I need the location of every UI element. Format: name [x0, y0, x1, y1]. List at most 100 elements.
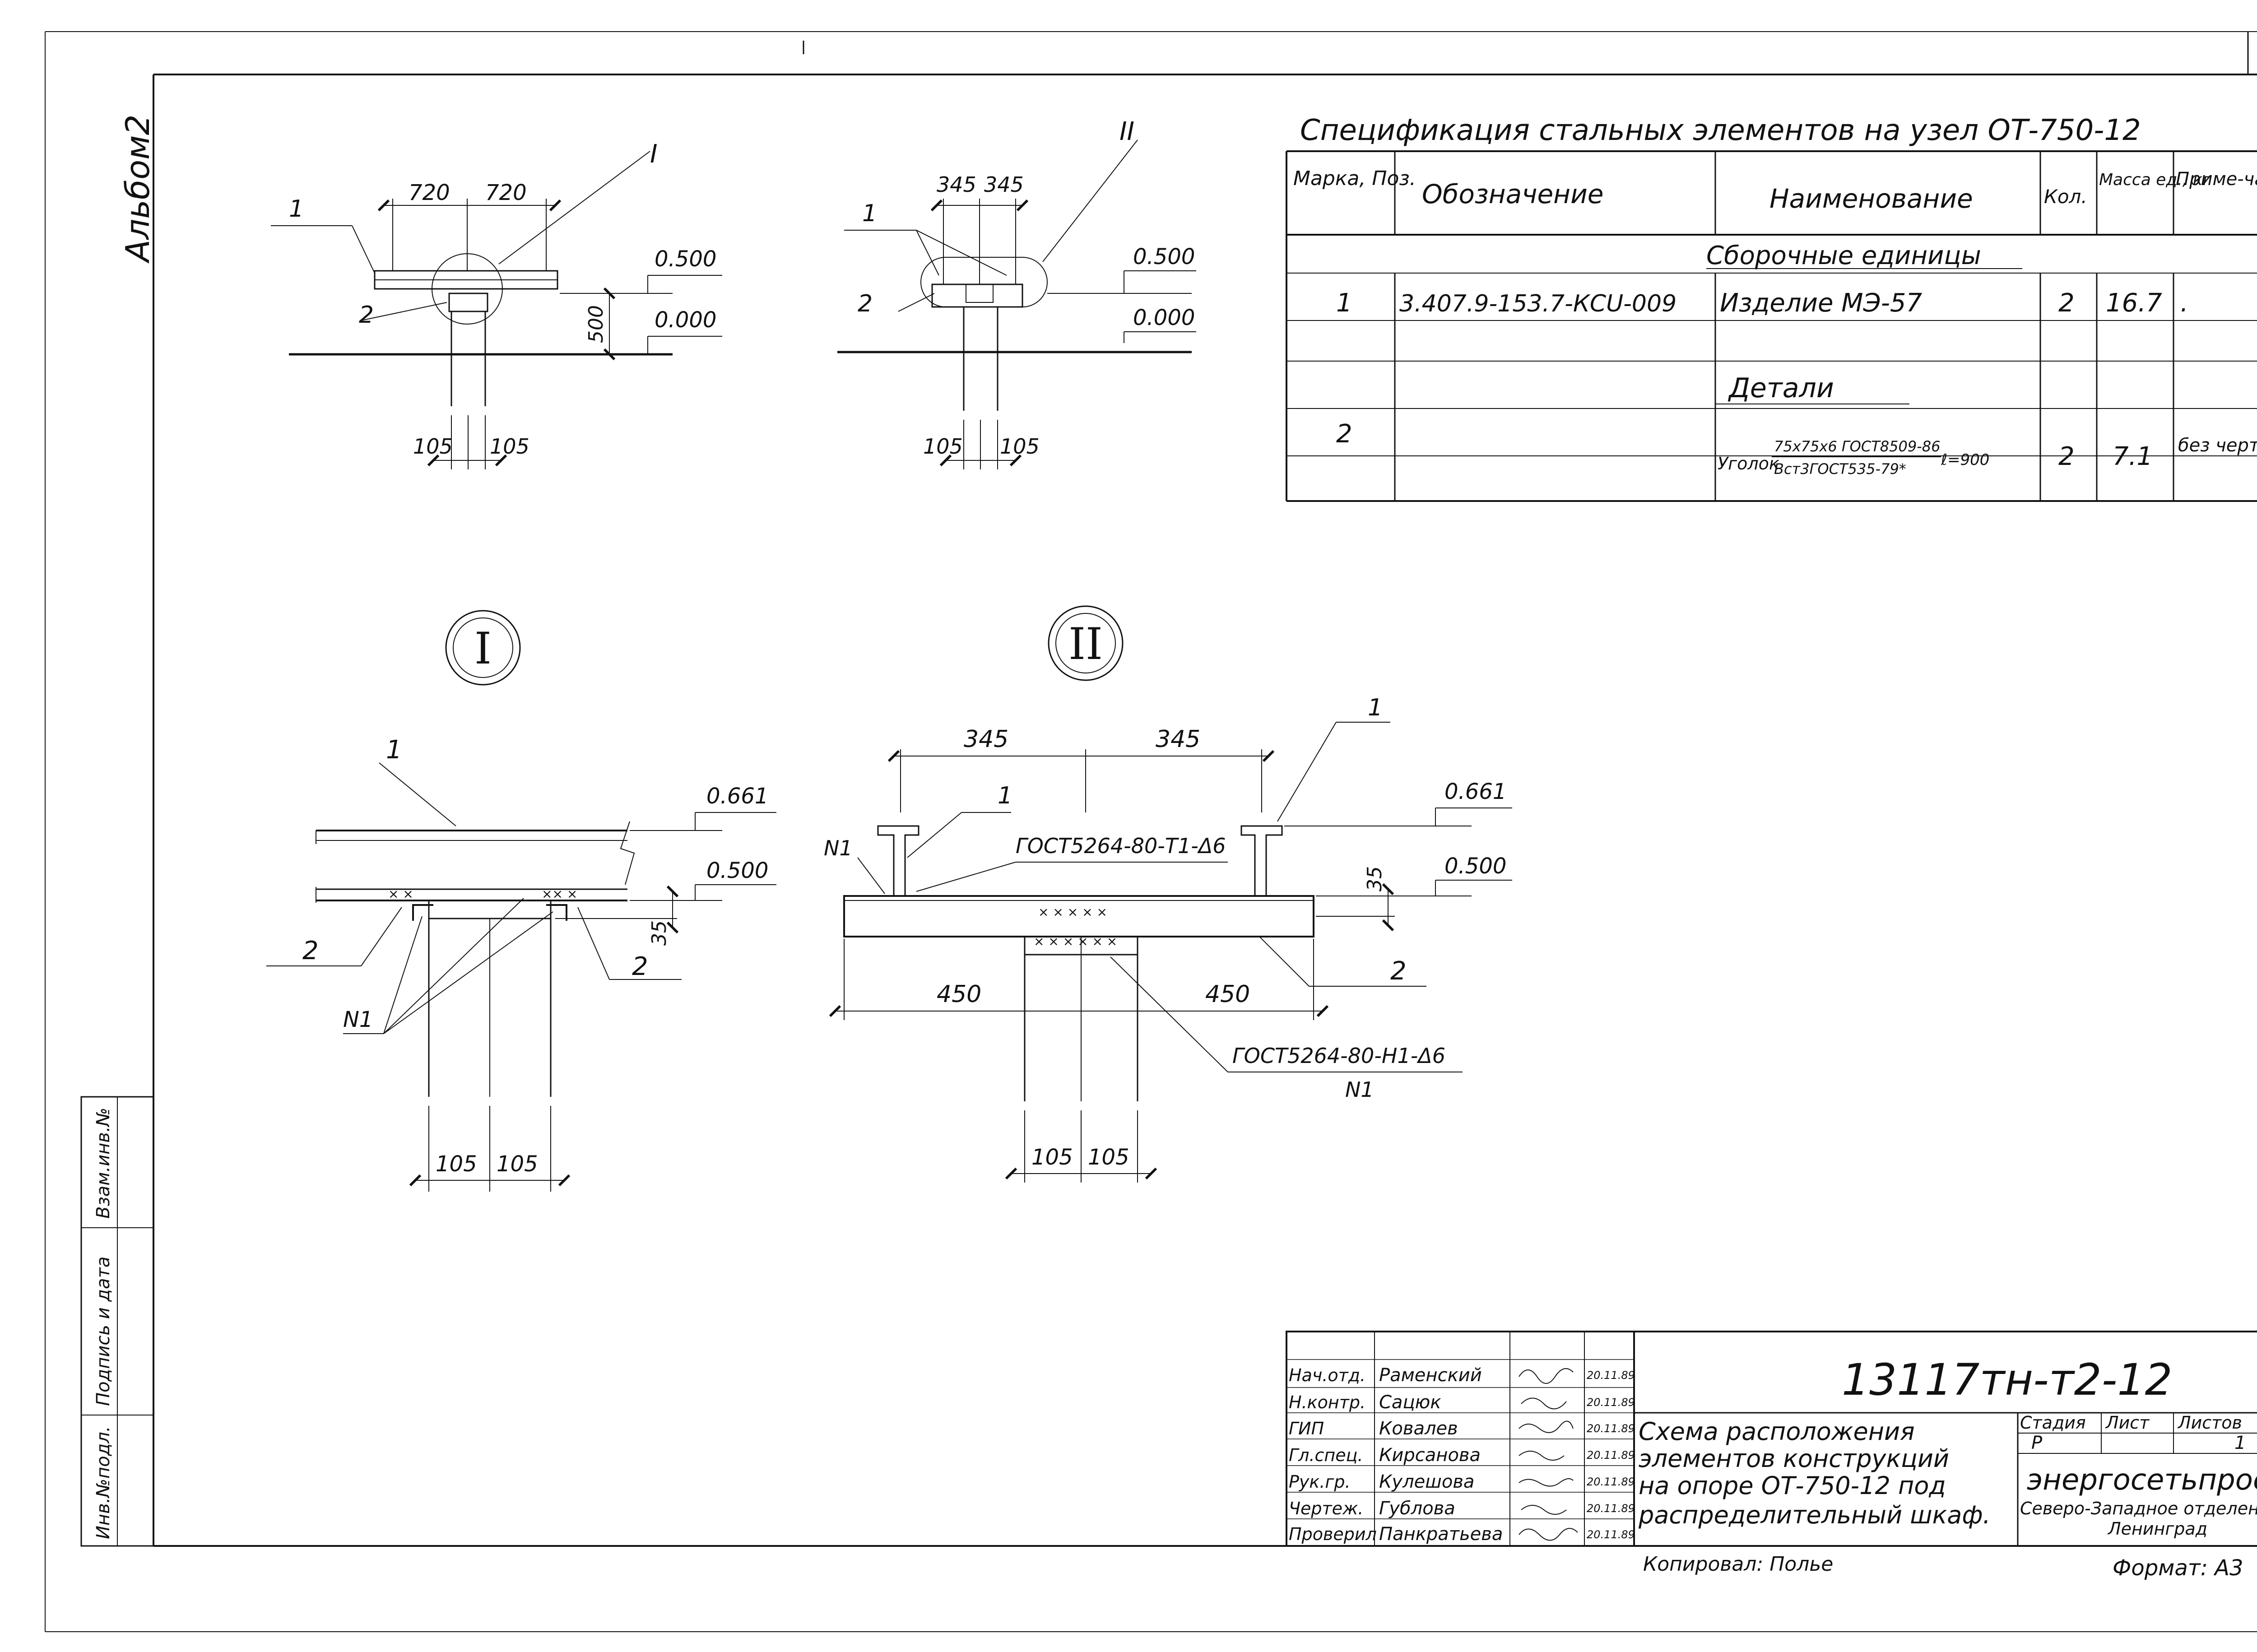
detail2-weld1: ГОСТ5264-80-Т1-Δ6	[1016, 834, 1226, 858]
spec-header-designation: Обозначение	[1422, 179, 1603, 209]
detail2-dim-b1: 105	[1031, 1145, 1073, 1170]
spec-row1-mass: 16.7	[2106, 288, 2162, 318]
title-block: Нач.отд. Н.контр. ГИП Гл.спец. Рук.гр. Ч…	[1286, 1331, 2257, 1547]
spec-row2-pos: 2	[1336, 419, 1352, 449]
plan2-callout: II	[1119, 117, 1134, 146]
tb-name-5: Гублова	[1379, 1498, 1455, 1519]
detail2-weld2: ГОСТ5264-80-Н1-Δ6	[1232, 1044, 1445, 1068]
tb-date-5: 20.11.89	[1587, 1502, 1635, 1515]
detail2-elev-top: 0.661	[1444, 779, 1506, 804]
plan-view-1: 720 720 I 1 2 0.500 0.000 500 105 105	[271, 139, 722, 469]
specification-table: Спецификация стальных элементов на узел …	[1286, 114, 2257, 502]
plan1-dim-left: 720	[409, 180, 450, 205]
detail1-dim-b2: 105	[497, 1151, 538, 1177]
plan2-dim-b1: 105	[923, 434, 963, 459]
tb-desc-2: на опоре ОТ-750-12 под	[1639, 1471, 1946, 1500]
tb-date-6: 20.11.89	[1587, 1528, 1635, 1541]
tb-role-4: Рук.гр.	[1289, 1472, 1351, 1492]
detail1-pos2a: 2	[302, 936, 319, 965]
tb-date-0: 20.11.89	[1587, 1369, 1635, 1382]
spec-title: Спецификация стальных элементов на узел …	[1300, 114, 2141, 147]
spec-section-assemblies: Сборочные единицы	[1706, 241, 1981, 270]
tb-role-2: ГИП	[1289, 1419, 1324, 1439]
tb-sheets-label: Листов	[2177, 1413, 2242, 1433]
spec-row2-qty: 2	[2058, 442, 2075, 471]
tb-org1: энергосетьпроект	[2027, 1463, 2257, 1497]
spec-row1-qty: 2	[2058, 288, 2075, 318]
tb-stage: Р	[2031, 1433, 2043, 1453]
detail2-pos1a: 1	[998, 782, 1012, 809]
spec-header-mark: Марка, Поз.	[1293, 167, 1416, 190]
copied-by: Копировал: Полье	[1643, 1553, 1833, 1576]
tb-role-1: Н.контр.	[1289, 1392, 1365, 1412]
tb-name-2: Ковалев	[1379, 1418, 1458, 1439]
tb-desc-1: элементов конструкций	[1639, 1444, 1949, 1473]
tb-date-2: 20.11.89	[1587, 1422, 1635, 1435]
tb-date-3: 20.11.89	[1587, 1449, 1635, 1462]
plan2-pos2: 2	[858, 290, 873, 317]
tb-sheets: 1	[2234, 1433, 2246, 1453]
detail1-dim-b1: 105	[436, 1151, 477, 1177]
album-label: Альбом2	[119, 115, 157, 264]
detail2-dim-l: 450	[937, 981, 981, 1008]
plan1-dim-b2: 105	[490, 434, 529, 459]
detail2-dim-r: 450	[1205, 981, 1250, 1008]
plan-view-2: 345 345 II 1 2 0.500 0.000 105 105	[837, 117, 1196, 469]
side-stamp: Взам.инв.№ Подпись и дата Инв.№подл.	[80, 1096, 154, 1547]
side-stamp-inv: Инв.№подл.	[93, 1426, 114, 1539]
spec-row1-note: .	[2180, 288, 2188, 318]
spec-row2-name-top: 75х75х6 ГОСТ8509-86	[1774, 438, 1940, 455]
plan2-dim-left: 345	[937, 172, 976, 197]
tb-desc-3: распределительный шкаф.	[1638, 1501, 1991, 1529]
plan1-dim-height: 500	[585, 305, 608, 343]
tb-role-5: Чертеж.	[1289, 1499, 1363, 1518]
detail2-pos1b: 1	[1368, 694, 1383, 721]
detail2-elev-mid: 0.500	[1444, 854, 1506, 879]
tb-date-1: 20.11.89	[1587, 1396, 1635, 1409]
tb-role-6: Проверил	[1289, 1524, 1377, 1544]
tb-signatures	[1519, 1368, 1578, 1541]
tb-sheet-label: Лист	[2105, 1413, 2150, 1433]
tb-stage-label: Стадия	[2020, 1413, 2086, 1433]
svg-text:×× ×: ×× ×	[542, 886, 577, 901]
plan1-pos2: 2	[359, 302, 374, 329]
detail2-n1: N1	[824, 836, 853, 860]
tb-date-4: 20.11.89	[1587, 1476, 1635, 1488]
detail1-pos1: 1	[386, 735, 402, 765]
spec-row1-designation: 3.407.9-153.7-КСU-009	[1399, 290, 1676, 317]
tb-name-4: Кулешова	[1379, 1471, 1474, 1492]
spec-row1-name: Изделие МЭ-57	[1720, 288, 1923, 318]
plan1-dim-right: 720	[485, 180, 527, 205]
plan1-elev-ground: 0.000	[655, 307, 716, 333]
spec-row2-name-a: Уголок	[1718, 454, 1779, 473]
detail2-weld2-n: N1	[1345, 1077, 1374, 1102]
detail2-dim-35: 35	[1363, 866, 1386, 891]
album-label-group: Альбом2	[119, 115, 157, 264]
spec-section-details: Детали	[1728, 372, 1834, 404]
spec-header-qty: Кол.	[2044, 186, 2087, 208]
detail2-dim-b2: 105	[1088, 1145, 1129, 1170]
detail-view-I: × × ×× × 1 2 2 N1 0.661 0.500 35 105 105	[266, 735, 776, 1192]
tb-code: 13117тн-т2-12	[1842, 1355, 2173, 1405]
side-stamp-vzam: Взам.инв.№	[93, 1108, 114, 1219]
plan2-pos1: 1	[862, 200, 877, 227]
plan2-dim-b2: 105	[1000, 434, 1040, 459]
detail1-elev-mid: 0.500	[706, 858, 768, 883]
sheet-frame: 2	[45, 31, 2257, 1632]
detail-view-II: × × × × × × × × × × × 345 345 1 1 N1 ГОС…	[824, 694, 1512, 1183]
svg-text:× ×: × ×	[388, 886, 413, 901]
detail1-pos2b: 2	[632, 952, 648, 981]
plan1-pos1: 1	[289, 195, 304, 223]
spec-header-mass: Масса ед., кг	[2099, 171, 2211, 189]
tb-role-0: Нач.отд.	[1289, 1365, 1365, 1385]
detail1-elev-top: 0.661	[706, 784, 768, 809]
detail-marker-II: II	[1048, 605, 1124, 681]
tb-name-0: Раменский	[1379, 1365, 1482, 1386]
tb-name-3: Кирсанова	[1379, 1445, 1481, 1466]
side-stamp-podpis: Подпись и дата	[93, 1257, 114, 1406]
detail2-pos2: 2	[1390, 956, 1407, 986]
detail2-dim-top2: 345	[1156, 726, 1200, 753]
plan1-dim-b1: 105	[413, 434, 453, 459]
spec-header-note: Приме-чание	[2176, 169, 2257, 190]
